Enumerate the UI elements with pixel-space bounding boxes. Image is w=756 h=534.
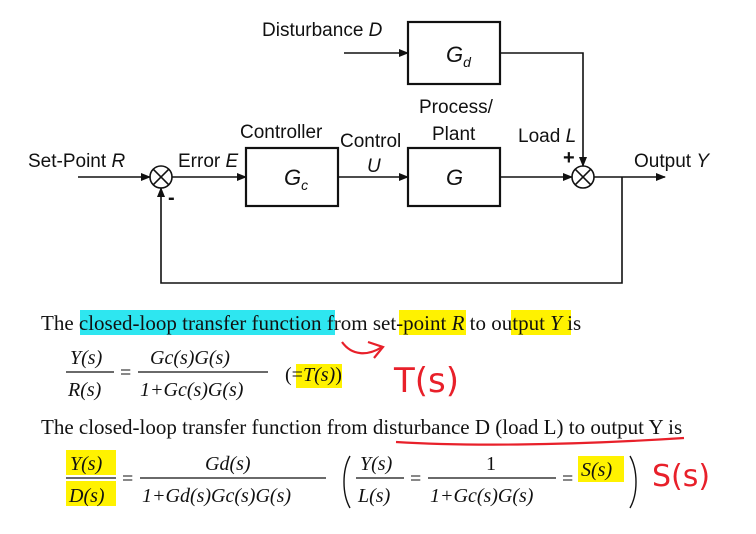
summing-junction-left bbox=[149, 165, 173, 189]
highlight-setpoint bbox=[399, 310, 466, 335]
eq2-numerator: Gd(s) bbox=[205, 453, 251, 475]
eq1-numerator: Gc(s)G(s) bbox=[150, 347, 230, 369]
block-gc-label: Gc bbox=[284, 165, 308, 193]
eq1-lhs-denominator: R(s) bbox=[67, 379, 102, 401]
load-label: Load L bbox=[518, 126, 576, 147]
block-gd-letter: G bbox=[446, 42, 463, 67]
disturbance-label: Disturbance D bbox=[262, 20, 383, 41]
minus-sign: - bbox=[168, 187, 175, 209]
plant-label: Plant bbox=[432, 124, 476, 145]
output-label: Output Y bbox=[634, 151, 710, 172]
control-var-label: U bbox=[367, 156, 381, 177]
handwritten-t-of-s: T(s) bbox=[393, 361, 459, 401]
block-diagram bbox=[78, 20, 666, 284]
plus-sign-right: + bbox=[563, 147, 575, 169]
load-signal bbox=[500, 52, 587, 167]
block-gd-label: Gd bbox=[446, 42, 472, 70]
equation-1: Y(s) R(s) = Gc(s)G(s) 1+Gc(s)G(s) (=T(s)… bbox=[66, 347, 342, 401]
sentence-1: The closed-loop transfer function from s… bbox=[41, 311, 581, 335]
summing-junction-right bbox=[571, 165, 595, 189]
eq2-inner-s-of-s: S(s) bbox=[581, 459, 612, 481]
control-label: Control bbox=[340, 131, 401, 152]
controller-label: Controller bbox=[240, 122, 323, 143]
eq2-left-paren bbox=[343, 455, 351, 509]
eq2-lhs-denominator: D(s) bbox=[68, 485, 105, 507]
highlight-y-of-s bbox=[66, 450, 116, 475]
eq2-equals: = bbox=[122, 468, 133, 490]
block-gc-subscript: c bbox=[301, 177, 308, 193]
setpoint-label: Set-Point R bbox=[28, 151, 125, 172]
block-g-label: G bbox=[446, 165, 463, 190]
eq2-inner-equals-2: = bbox=[562, 468, 573, 490]
handwritten-arrowhead bbox=[367, 340, 385, 359]
eq2-inner-numerator: 1 bbox=[486, 453, 496, 475]
handwritten-s-of-s: S(s) bbox=[652, 459, 710, 494]
handwritten-underline bbox=[395, 436, 685, 446]
equation-2: Y(s) D(s) = Gd(s) 1+Gd(s)Gc(s)G(s) Y(s) … bbox=[66, 453, 637, 509]
eq2-right-paren bbox=[629, 455, 637, 509]
feedback-path bbox=[157, 177, 623, 284]
eq1-note: (=T(s)) bbox=[285, 364, 342, 386]
process-label: Process/ bbox=[419, 97, 494, 118]
handwritten-arrow bbox=[341, 341, 383, 355]
highlight-d-of-s bbox=[66, 481, 116, 506]
sentence-2: The closed-loop transfer function from d… bbox=[41, 415, 682, 439]
highlight-s-of-s bbox=[578, 456, 624, 482]
eq2-denominator: 1+Gd(s)Gc(s)G(s) bbox=[142, 485, 291, 507]
highlight-output bbox=[511, 310, 571, 335]
eq2-inner-equals: = bbox=[410, 468, 421, 490]
eq2-inner-lhs-numerator: Y(s) bbox=[360, 453, 393, 475]
eq2-lhs-numerator: Y(s) bbox=[70, 453, 103, 475]
eq1-denominator: 1+Gc(s)G(s) bbox=[140, 379, 244, 401]
highlight-t-of-s bbox=[296, 364, 342, 388]
block-gc-letter: G bbox=[284, 165, 301, 190]
block-gd-subscript: d bbox=[463, 54, 472, 70]
eq1-equals: = bbox=[120, 362, 131, 384]
eq2-inner-denominator: 1+Gc(s)G(s) bbox=[430, 485, 534, 507]
eq2-inner-lhs-denominator: L(s) bbox=[357, 485, 391, 507]
error-label: Error E bbox=[178, 151, 239, 172]
highlight-cyan-closed-loop bbox=[80, 310, 335, 335]
eq1-lhs-numerator: Y(s) bbox=[70, 347, 103, 369]
